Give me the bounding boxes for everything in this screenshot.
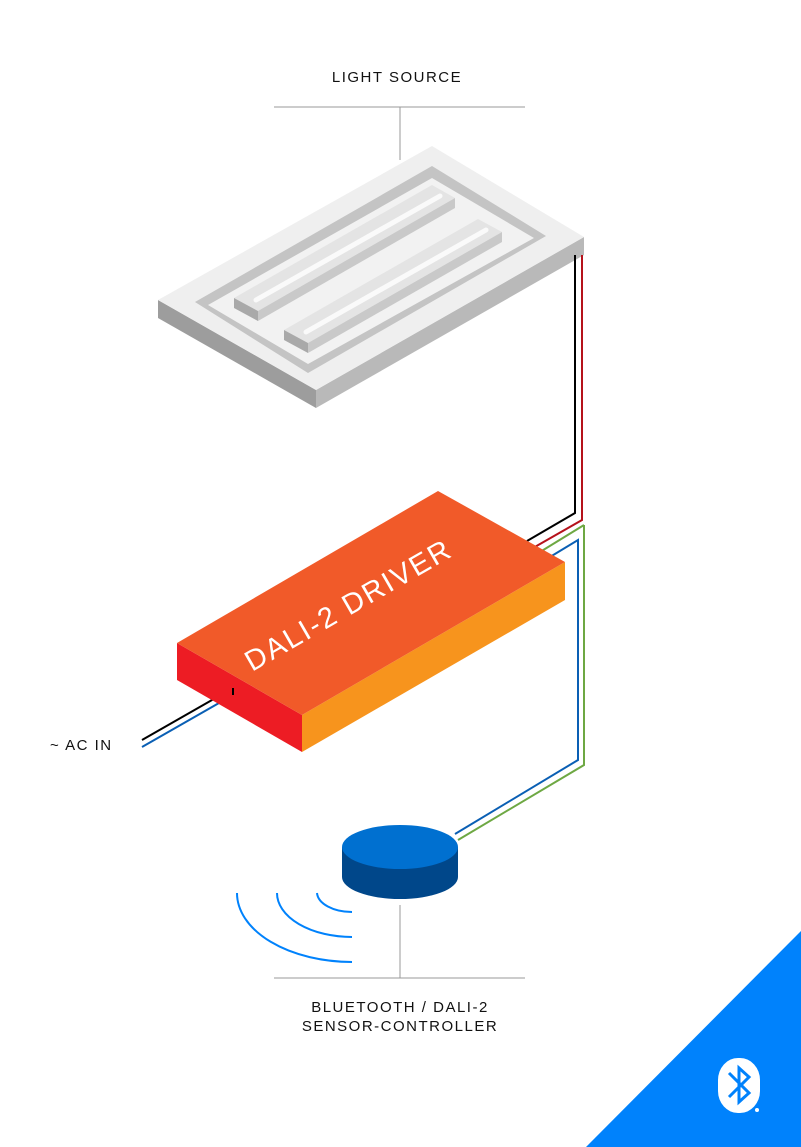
bluetooth-icon: [718, 1058, 760, 1113]
wireless-signal-icon: [236, 892, 353, 963]
sensor-label-line1: BLUETOOTH / DALI-2: [311, 999, 489, 1016]
sensor-controller: [342, 825, 458, 899]
sensor-label-line2: SENSOR-CONTROLLER: [301, 1018, 499, 1035]
dali-2-driver: DALI-2 DRIVER: [177, 491, 565, 752]
ac-in-label: ~ AC IN: [50, 737, 113, 754]
light-source-label: LIGHT SOURCE: [331, 69, 463, 86]
corner-brand-triangle: [586, 931, 801, 1147]
light-source-panel: [158, 146, 584, 408]
leader-lines: [274, 106, 525, 979]
